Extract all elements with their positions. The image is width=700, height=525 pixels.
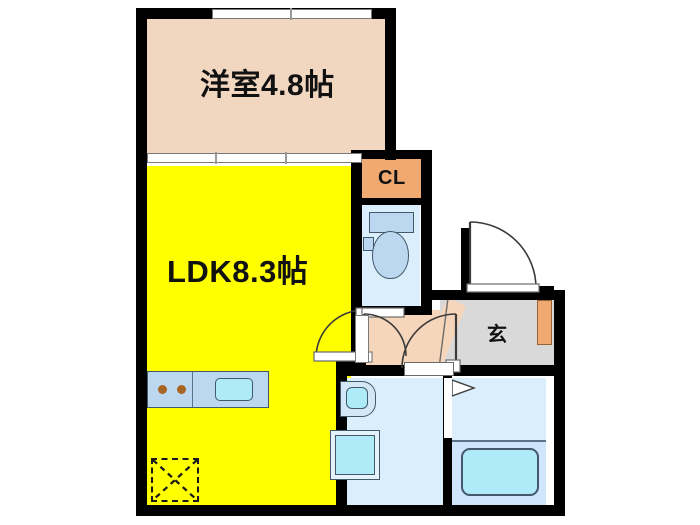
- room-ldk-fill-lower: [146, 420, 336, 511]
- kitchen-sink-basin: [215, 378, 253, 401]
- sliding-window-top[interactable]: [212, 8, 372, 20]
- stove-burner-right: [177, 385, 186, 394]
- kitchen-counter-split: [192, 372, 194, 407]
- label-washitsu: 洋室4.8帖: [200, 69, 335, 102]
- wall-washroom-bath-divider: [443, 370, 452, 516]
- wall-closet-right: [421, 155, 432, 315]
- shoe-cabinet: [537, 300, 552, 345]
- entrance-door[interactable]: [466, 221, 558, 293]
- toilet-jamb: [355, 315, 369, 363]
- wall-genkan-top: [432, 290, 565, 300]
- room-closet-fill: [362, 158, 422, 200]
- room-washitsu-fill: [146, 18, 386, 158]
- wall-ldk-right-upper: [351, 155, 362, 315]
- vanity-basin: [346, 387, 368, 409]
- wall-closet-top: [351, 150, 432, 159]
- wall-ldk-bottom-right: [336, 505, 347, 516]
- wall-entrance-recess-left: [461, 228, 469, 292]
- storage-loft-marker: [151, 458, 199, 502]
- wall-washitsu-right: [385, 8, 396, 160]
- wall-right-outer: [554, 290, 565, 516]
- bathroom-door-jamb: [444, 378, 452, 438]
- label-genkan: 玄: [487, 324, 508, 346]
- wall-left-outer: [136, 8, 147, 516]
- sliding-door-washitsu-ldk[interactable]: [147, 152, 362, 164]
- wall-closet-toilet-divider: [359, 198, 423, 205]
- washing-machine-pan-inner: [335, 435, 375, 475]
- label-ldk: LDK8.3帖: [167, 254, 309, 289]
- bathroom-divider-line: [452, 440, 546, 442]
- label-closet: CL: [378, 167, 406, 189]
- stove-burner-left: [158, 385, 167, 394]
- toilet-bowl: [372, 231, 409, 279]
- wall-bottom-outer: [136, 505, 565, 516]
- washroom-door-threshold: [404, 362, 454, 376]
- toilet-tank: [369, 212, 414, 233]
- bathtub: [461, 448, 539, 496]
